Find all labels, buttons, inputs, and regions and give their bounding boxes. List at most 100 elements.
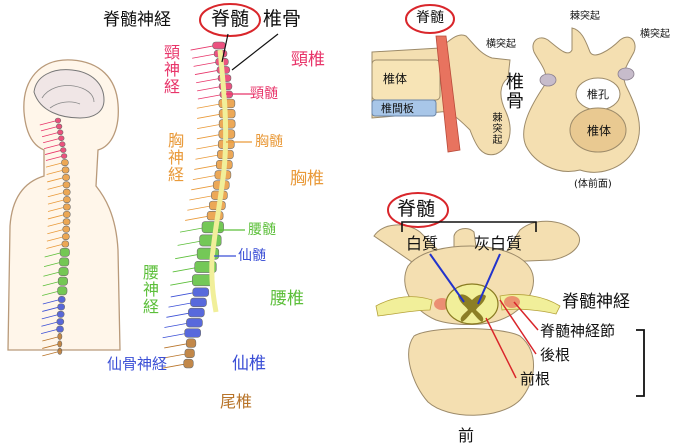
thoracic-nerve-line (47, 177, 63, 183)
thoracic-vertebra (63, 203, 71, 211)
sacral-vertebra (56, 318, 65, 326)
sacral-nerve-line (41, 329, 57, 335)
cervical-nerve-line (45, 156, 62, 161)
thoracic-nerve-line (189, 195, 212, 201)
thoracic-vertebra (61, 159, 69, 167)
anterior-root-pointer (485, 317, 517, 379)
sacral-vertebra (57, 296, 66, 303)
label-anterior-root: 前根 (520, 370, 551, 388)
thoracic-vertebra (62, 210, 71, 218)
sacral-nerve-line (166, 312, 189, 318)
cervical-nerve-line (196, 78, 219, 84)
lumbar-nerve-line (170, 280, 193, 286)
body-spine-vertebrae (54, 117, 71, 355)
coccyx-vertebra (57, 340, 63, 348)
lumbar-vertebra (201, 221, 224, 234)
cervical-nerve-line (41, 132, 58, 138)
lumbar-vertebra (58, 267, 69, 276)
coccyx-nerve-line (42, 344, 58, 349)
cervical-vertebra (61, 153, 68, 159)
thoracic-nerve-line (47, 184, 64, 190)
label-ganglion: 脊髄神経節 (540, 322, 616, 340)
vertebral-body-top (569, 107, 627, 153)
thoracic-nerve-line (197, 114, 220, 119)
sacral-vertebra (190, 297, 207, 307)
thoracic-nerve-line (46, 236, 63, 242)
posterior-root-pointer (499, 299, 537, 355)
lumbar-vertebra (59, 257, 70, 267)
thoracic-vertebra (62, 173, 70, 181)
thoracic-nerve-line (47, 214, 64, 220)
right-bracket (636, 329, 645, 397)
spinal-cord-vessel (435, 35, 461, 153)
thoracic-vertebra (62, 218, 71, 226)
thoracic-nerve-line (196, 103, 219, 109)
label-top-caption: (体前面) (574, 179, 612, 190)
vertebra-top-view (523, 27, 640, 173)
cervical-nerve-line (43, 138, 59, 144)
thoracic-vertebra (61, 240, 70, 248)
label-side-vertebra: 椎骨 (503, 72, 524, 110)
coccyx-vertebra (184, 348, 195, 358)
right-process-facet (617, 67, 635, 81)
left-process-facet (539, 73, 557, 87)
white-matter-pointer (429, 253, 465, 303)
lumbar-vertebra (59, 247, 70, 257)
thoracic-nerve-line (46, 170, 63, 175)
left-spinal-nerve-branch (375, 296, 433, 317)
label-side-disc: 椎間板 (381, 102, 414, 115)
thoracic-vertebra (62, 233, 70, 241)
intervertebral-disc (371, 99, 437, 117)
thoracic-vertebra (62, 181, 71, 189)
cervical-nerve-line (44, 144, 60, 150)
cervical-nerve-line (193, 62, 216, 67)
gray-matter-pointer (477, 253, 501, 305)
cervical-nerve-line (197, 86, 220, 92)
thoracic-nerve-line (191, 185, 214, 191)
thoracic-nerve-line (45, 162, 62, 168)
lumbar-vertebra (57, 276, 68, 286)
spinal-cord-highlight-circle (199, 3, 261, 37)
sacral-vertebra (184, 328, 201, 338)
thoracic-nerve-line (196, 134, 219, 140)
coccyx-vertebra (185, 338, 197, 348)
label-side-body: 椎体 (383, 72, 408, 86)
label-thoracic-spine: 胸椎 (290, 169, 324, 189)
label-thoracic-nerve: 胸神経 (165, 132, 184, 183)
label-side-transverse: 横突起 (486, 39, 516, 50)
label-cervical-nerve: 頸神経 (161, 44, 180, 95)
sacral-nerve-line (162, 333, 185, 339)
label-white-matter: 白質 (406, 234, 439, 253)
coccyx-nerve-line (164, 343, 187, 349)
thoracic-vertebra (62, 225, 71, 233)
lumbar-nerve-line (43, 262, 60, 268)
body-spinal-nerves (39, 120, 64, 357)
label-thoracic-cord: 胸髄 (255, 134, 283, 150)
cervical-vertebra (212, 41, 226, 50)
thoracic-nerve-line (194, 165, 217, 170)
cervical-vertebra (60, 147, 67, 153)
label-spinal-cord-top: 脊髄 (211, 8, 250, 30)
lumbar-nerve-line (42, 281, 59, 287)
cross-top-bracket (401, 221, 537, 232)
sacral-nerve-line (41, 314, 58, 320)
cervical-vertebra (57, 129, 64, 136)
sacral-nerve-line (164, 323, 187, 328)
ganglion-pointer (513, 301, 539, 331)
label-coccyx: 尾椎 (220, 392, 253, 411)
label-lumbar-nerve: 腰神経 (140, 264, 159, 315)
coccyx-vertebra (57, 347, 63, 355)
thoracic-vertebra (61, 166, 70, 174)
lumbar-nerve-line (177, 241, 200, 246)
coccyx-vertebra (183, 358, 194, 369)
thoracic-nerve-line (196, 144, 219, 150)
cross-section (373, 220, 581, 416)
label-side-spinal-cord: 脊髄 (416, 10, 444, 26)
cervical-vertebra (58, 135, 65, 142)
cervical-nerve-line (194, 70, 218, 75)
vertebra-side-view (371, 34, 511, 156)
thoracic-nerve-line (47, 207, 64, 212)
thoracic-nerve-line (47, 221, 64, 227)
cervical-nerve-line (197, 94, 220, 100)
label-top-foramen: 椎孔 (587, 88, 609, 101)
